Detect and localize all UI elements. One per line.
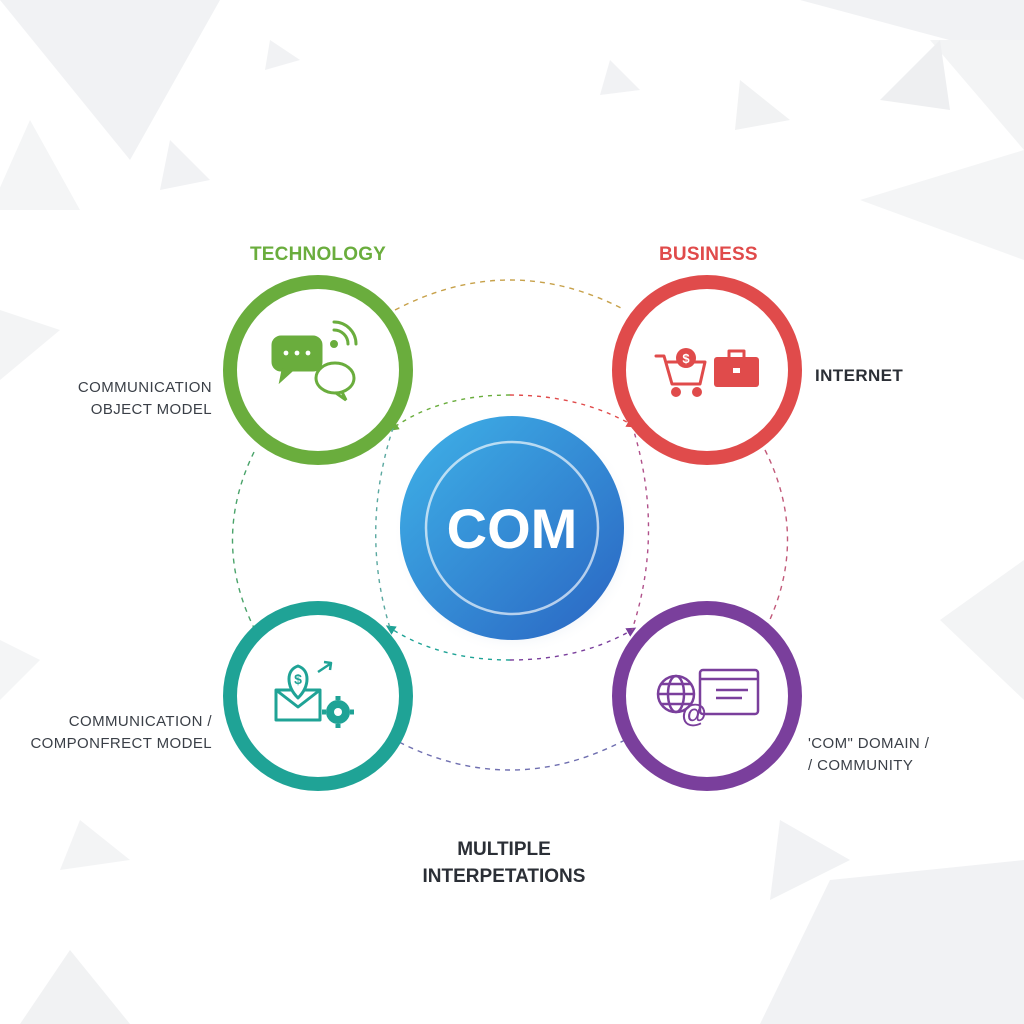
footer-caption: MULTIPLE INTERPETATIONS <box>404 836 604 890</box>
mail-dollar-gear-icon: $ <box>274 660 354 728</box>
inner-connectors <box>375 394 650 661</box>
center-circle <box>400 416 624 640</box>
technology-heading: TECHNOLOGY <box>250 244 387 265</box>
svg-text:@: @ <box>681 698 706 728</box>
business-heading: BUSINESS <box>659 244 758 265</box>
footer-line-2: INTERPETATIONS <box>422 866 586 887</box>
technology-description-line-1: COMMUNICATION <box>77 379 212 396</box>
component-description-line-1: COMMUNICATION / <box>68 713 212 730</box>
center-inner-ring <box>424 440 600 616</box>
connector-domain-component <box>394 739 626 771</box>
business-node: $ <box>612 275 802 465</box>
component-node: $ <box>223 601 413 791</box>
connector-component-technology <box>231 449 256 631</box>
shopping-cart-briefcase-icon: $ <box>654 348 759 397</box>
technology-description-line-2: OBJECT MODEL <box>90 401 212 418</box>
domain-description: 'COM" DOMAIN / / COMMUNITY <box>808 733 929 777</box>
connector-business-domain <box>764 449 789 631</box>
outer-connectors <box>231 279 789 771</box>
connector-technology-business <box>394 279 626 311</box>
globe-at-browser-icon: @ <box>656 668 760 728</box>
technology-node <box>223 275 413 465</box>
business-description: INTERNET <box>815 365 903 387</box>
svg-text:$: $ <box>294 671 302 687</box>
technology-description: COMMUNICATION OBJECT MODEL <box>78 377 212 421</box>
business-description-line-1: INTERNET <box>815 366 904 385</box>
chat-bubbles-wifi-icon <box>271 320 358 402</box>
domain-description-line-1: 'COM" DOMAIN / <box>808 735 930 752</box>
footer-line-1: MULTIPLE <box>457 839 551 860</box>
component-description: COMMUNICATION / COMPONFRECT MODEL <box>30 711 212 755</box>
component-description-line-2: COMPONFRECT MODEL <box>30 735 212 752</box>
center-node: COM <box>393 411 637 655</box>
center-label: COM <box>447 497 578 560</box>
domain-node: @ <box>612 601 802 791</box>
domain-description-line-2: / COMMUNITY <box>808 757 914 774</box>
svg-text:$: $ <box>682 351 690 366</box>
